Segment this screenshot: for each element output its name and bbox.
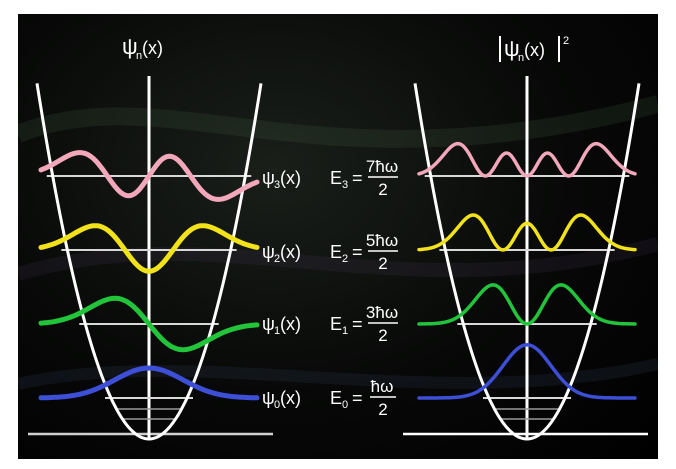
energy-e-2: E xyxy=(330,242,342,262)
right-title-sup: 2 xyxy=(563,35,569,47)
psi-sub-1: 1 xyxy=(274,325,280,337)
energy-sub-1: 1 xyxy=(342,325,348,337)
energy-labels: ψ 3 (x) E 3 = 7ħω 2 ψ 2 (x) E 2 xyxy=(262,157,398,419)
right-potential-curve xyxy=(413,83,641,441)
energy-den-2: 2 xyxy=(378,254,387,273)
probability-density-0 xyxy=(417,343,637,400)
energy-sub-2: 2 xyxy=(342,253,348,265)
energy-num-1: 3ħω xyxy=(366,303,398,322)
psi-arg-2: (x) xyxy=(280,242,301,262)
label-level-2: ψ 2 (x) E 2 = 5ħω 2 xyxy=(262,231,398,273)
energy-num-3: 7ħω xyxy=(366,157,398,176)
psi-label-0: ψ xyxy=(262,388,275,408)
label-level-3: ψ 3 (x) E 3 = 7ħω 2 xyxy=(262,157,398,199)
energy-den-1: 2 xyxy=(378,326,387,345)
psi-sub-3: 3 xyxy=(274,179,280,191)
energy-sub-0: 0 xyxy=(342,399,348,411)
psi-sub-0: 0 xyxy=(274,399,280,411)
right-title: ψ n (x) 2 xyxy=(499,35,569,64)
oscillator-diagram: ψ n (x) ψ n (x) 2 xyxy=(18,34,658,441)
diagram-frame: ψ n (x) ψ n (x) 2 xyxy=(18,14,658,459)
left-potential-curve xyxy=(35,83,263,441)
left-title-arg: (x) xyxy=(142,38,163,58)
energy-eq-3: = xyxy=(352,168,363,188)
left-title-psi: ψ xyxy=(122,34,138,59)
probability-density-2 xyxy=(417,213,637,252)
wavefunction-1 xyxy=(38,295,260,353)
wavefunction-3 xyxy=(38,150,260,202)
background-swirls xyxy=(18,95,658,390)
energy-sub-3: 3 xyxy=(342,179,348,191)
energy-den-3: 2 xyxy=(378,180,387,199)
left-wavefunctions xyxy=(38,150,260,401)
psi-arg-1: (x) xyxy=(280,314,301,334)
psi-label-3: ψ xyxy=(262,168,275,188)
energy-eq-1: = xyxy=(352,314,363,334)
left-title: ψ n (x) xyxy=(122,34,163,62)
psi-sub-2: 2 xyxy=(274,253,280,265)
psi-arg-0: (x) xyxy=(280,388,301,408)
right-title-sub: n xyxy=(518,52,524,64)
probability-density-1 xyxy=(417,283,637,326)
energy-e-0: E xyxy=(330,388,342,408)
right-probability-densities xyxy=(417,141,637,400)
label-level-0: ψ 0 (x) E 0 = ħω 2 xyxy=(262,377,396,419)
energy-den-0: 2 xyxy=(378,400,387,419)
wavefunction-2 xyxy=(38,223,260,274)
energy-num-0: ħω xyxy=(371,377,394,396)
left-title-sub: n xyxy=(136,50,142,62)
wavefunction-0 xyxy=(38,365,260,401)
energy-eq-0: = xyxy=(352,388,363,408)
probability-density-3 xyxy=(417,141,637,178)
right-title-psi: ψ xyxy=(504,36,520,61)
energy-eq-2: = xyxy=(352,242,363,262)
energy-e-1: E xyxy=(330,314,342,334)
label-level-1: ψ 1 (x) E 1 = 3ħω 2 xyxy=(262,303,398,345)
right-panel xyxy=(403,76,648,441)
psi-arg-3: (x) xyxy=(280,168,301,188)
right-title-arg: (x) xyxy=(524,40,545,60)
energy-e-3: E xyxy=(330,168,342,188)
left-panel xyxy=(28,76,273,441)
psi-label-2: ψ xyxy=(262,242,275,262)
psi-label-1: ψ xyxy=(262,314,275,334)
energy-num-2: 5ħω xyxy=(366,231,398,250)
